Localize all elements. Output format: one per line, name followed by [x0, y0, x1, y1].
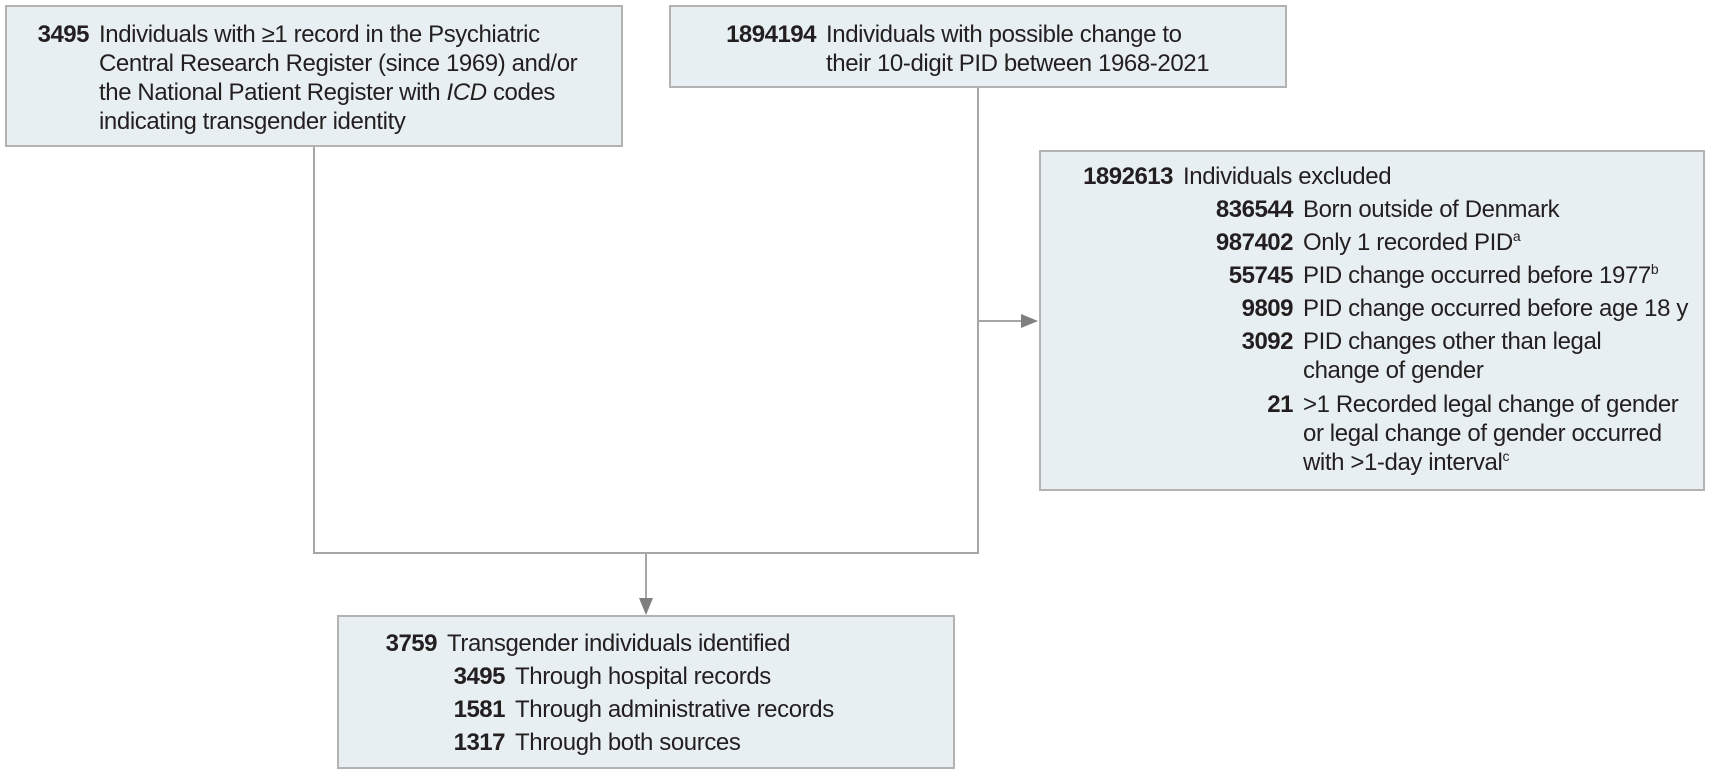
- pid-change-count: 1894194: [726, 21, 816, 48]
- connector-left-vertical: [313, 147, 315, 554]
- excluded-total-row: 1892613 Individuals excluded: [1065, 162, 1391, 191]
- identified-item: 1317 Through both sources: [379, 728, 741, 757]
- icd-abbrev: ICD: [446, 79, 488, 106]
- excluded-item-count: 3092: [1241, 328, 1294, 355]
- excluded-item: 836544 Born outside of Denmark: [1065, 195, 1560, 224]
- excluded-item-count: 9809: [1241, 295, 1294, 322]
- excluded-total-label: Individuals excluded: [1183, 163, 1392, 190]
- connector-exclusion-branch: [979, 320, 1023, 322]
- excluded-item: 987402 Only 1 recorded PIDa: [1065, 228, 1521, 257]
- pid-change-row: 1894194 Individuals with possible change…: [708, 20, 1210, 78]
- footnote-marker: b: [1650, 261, 1659, 277]
- identified-item-count: 3495: [453, 663, 506, 690]
- excluded-item: 9809 PID change occurred before age 18 y: [1065, 294, 1689, 323]
- hospital-records-count: 3495: [37, 21, 90, 48]
- identified-item: 3495 Through hospital records: [379, 662, 772, 691]
- identified-item-count: 1581: [453, 696, 506, 723]
- excluded-item: 55745 PID change occurred before 1977b: [1065, 261, 1659, 290]
- excluded-item-count: 987402: [1215, 229, 1294, 256]
- hospital-records-box: 3495 Individuals with ≥1 record in the P…: [5, 5, 623, 147]
- identified-item-label: Through both sources: [515, 729, 741, 756]
- excluded-item-count: 21: [1267, 391, 1293, 418]
- pid-change-box: 1894194 Individuals with possible change…: [669, 5, 1287, 88]
- excluded-total-count: 1892613: [1083, 163, 1173, 190]
- identified-total-label: Transgender individuals identified: [447, 630, 791, 657]
- arrow-down-icon: [639, 598, 653, 615]
- excluded-item-count: 836544: [1215, 196, 1294, 223]
- connector-right-vertical: [977, 88, 979, 554]
- identified-total-count: 3759: [385, 630, 438, 657]
- identified-item: 1581 Through administrative records: [379, 695, 835, 724]
- identified-item-count: 1317: [453, 729, 506, 756]
- arrow-right-icon: [1021, 314, 1038, 328]
- identified-total-row: 3759 Transgender individuals identified: [379, 629, 791, 658]
- hospital-records-row: 3495 Individuals with ≥1 record in the P…: [27, 20, 578, 136]
- identified-box: 3759 Transgender individuals identified …: [337, 615, 955, 769]
- connector-horizontal-merge: [313, 552, 979, 554]
- identified-item-label: Through administrative records: [515, 696, 834, 723]
- excluded-item-count: 55745: [1228, 262, 1294, 289]
- identified-item-label: Through hospital records: [515, 663, 771, 690]
- footnote-marker: a: [1512, 228, 1521, 244]
- pid-change-description: Individuals with possible change to thei…: [826, 21, 1210, 77]
- footnote-marker: c: [1502, 448, 1510, 464]
- connector-down: [645, 554, 647, 599]
- excluded-box: 1892613 Individuals excluded 836544 Born…: [1039, 150, 1705, 491]
- hospital-records-description: Individuals with ≥1 record in the Psychi…: [99, 21, 578, 135]
